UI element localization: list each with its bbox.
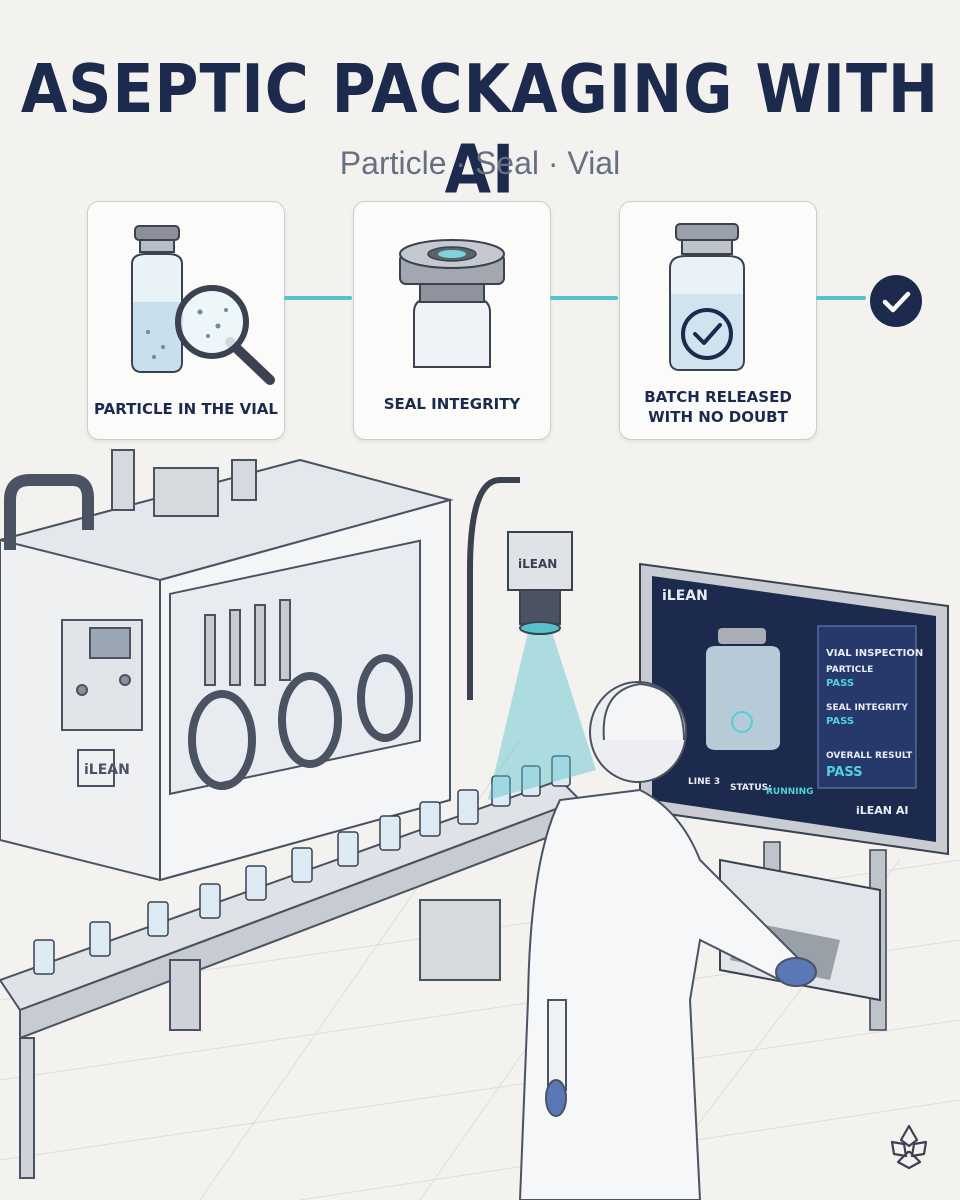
operator [518, 681, 817, 1200]
filling-machine [0, 449, 454, 882]
camera-brand-label: iLEAN [518, 557, 557, 571]
line-label: LINE 3 [688, 777, 720, 787]
vial-seal-icon [399, 239, 505, 368]
page-subtitle: Particle · Seal · Vial [339, 145, 621, 181]
overall-result-label: OVERALL RESULT [826, 751, 913, 761]
check-result-particle: PASS [826, 678, 854, 689]
monitor-panel-title: VIAL INSPECTION [826, 648, 923, 659]
conveyor [0, 778, 582, 1179]
step-connector [550, 296, 618, 300]
logo-icon [890, 1124, 928, 1170]
final-check-icon [870, 275, 922, 327]
production-line-illustration: iLEAN iLEAN i [0, 449, 960, 1200]
status-label: STATUS: [730, 783, 772, 793]
monitor-brand: iLEAN [662, 588, 708, 604]
machine-brand-label: iLEAN [84, 762, 130, 778]
check-result-seal: PASS [826, 716, 854, 727]
step-card-particle: PARTICLE IN THE VIAL [87, 201, 285, 440]
step-label-particle: PARTICLE IN THE VIAL [94, 400, 278, 418]
step-label-seal: SEAL INTEGRITY [383, 395, 521, 413]
check-name-particle: PARTICLE [826, 665, 873, 675]
step-card-batch: BATCH RELEASED WITH NO DOUBT [619, 201, 817, 440]
step-connector [816, 296, 866, 300]
monitor-footer-brand: iLEAN AI [856, 804, 908, 817]
inspection-camera [467, 477, 573, 700]
check-name-seal: SEAL INTEGRITY [826, 703, 908, 713]
vial-magnifier-icon [131, 225, 275, 385]
overall-result-value: PASS [826, 765, 863, 780]
step-label-batch-line1: BATCH RELEASED [644, 388, 792, 406]
step-connector [284, 296, 352, 300]
status-value: RUNNING [766, 787, 814, 797]
step-label-batch-line2: WITH NO DOUBT [648, 408, 788, 426]
vial-check-icon [669, 223, 745, 371]
conveyor-vials [33, 755, 571, 975]
page-title: ASEPTIC PACKAGING WITH AI [20, 50, 940, 210]
step-card-seal: SEAL INTEGRITY [353, 201, 551, 440]
